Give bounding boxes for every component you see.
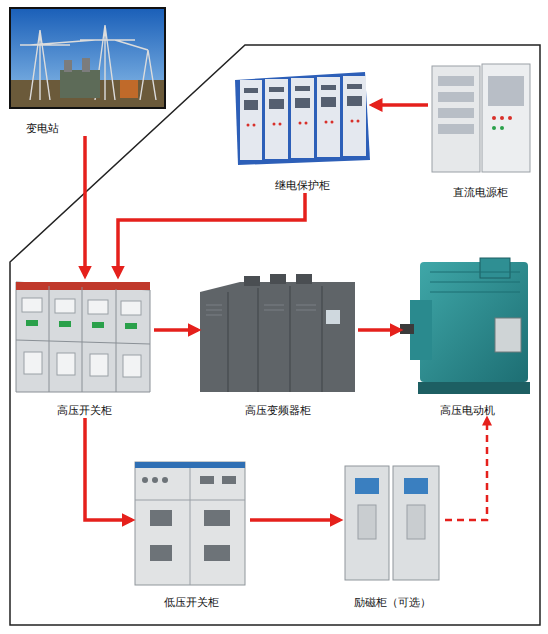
equipment-label: 继电保护柜 [275,179,330,193]
system-outline [10,45,540,625]
equipment-node: 直流电源柜 [428,62,533,200]
hv-motor-illustration [400,258,530,394]
power-arrow [85,418,132,520]
dc-cabinet-illustration [432,64,530,172]
equipment-label: 直流电源柜 [453,186,508,200]
substation-photo [10,8,165,108]
power-arrow [83,136,87,276]
power-arrow [358,328,400,332]
hv-inverter-illustration [200,274,355,392]
equipment-label: 高压开关柜 [57,404,112,418]
power-arrow [118,193,305,276]
equipment-node: 低压开关柜 [132,458,250,610]
equipment-node: 高压变频器柜 [198,278,358,418]
power-arrow [372,103,428,107]
power-arrow [154,328,198,332]
equipment-label: 变电站 [26,122,59,136]
lv-switchgear-illustration [135,462,245,585]
equipment-node: 高压开关柜 [14,276,154,418]
equipment-node: 励磁柜（可选） [340,460,445,610]
equipment-node: 继电保护柜 [232,68,372,193]
power-arrow [445,418,487,520]
equipment-node: 变电站 [10,8,80,136]
equipment-label: 励磁柜（可选） [354,596,431,610]
equipment-label: 高压变频器柜 [245,404,311,418]
hv-switchgear-illustration [16,282,150,392]
power-arrow [250,518,340,522]
equipment-label: 高压电动机 [440,404,495,418]
relay-cabinet-illustration [235,72,370,165]
equipment-node: 高压电动机 [400,255,535,418]
equipment-label: 低压开关柜 [164,596,219,610]
excitation-illustration [345,466,439,580]
